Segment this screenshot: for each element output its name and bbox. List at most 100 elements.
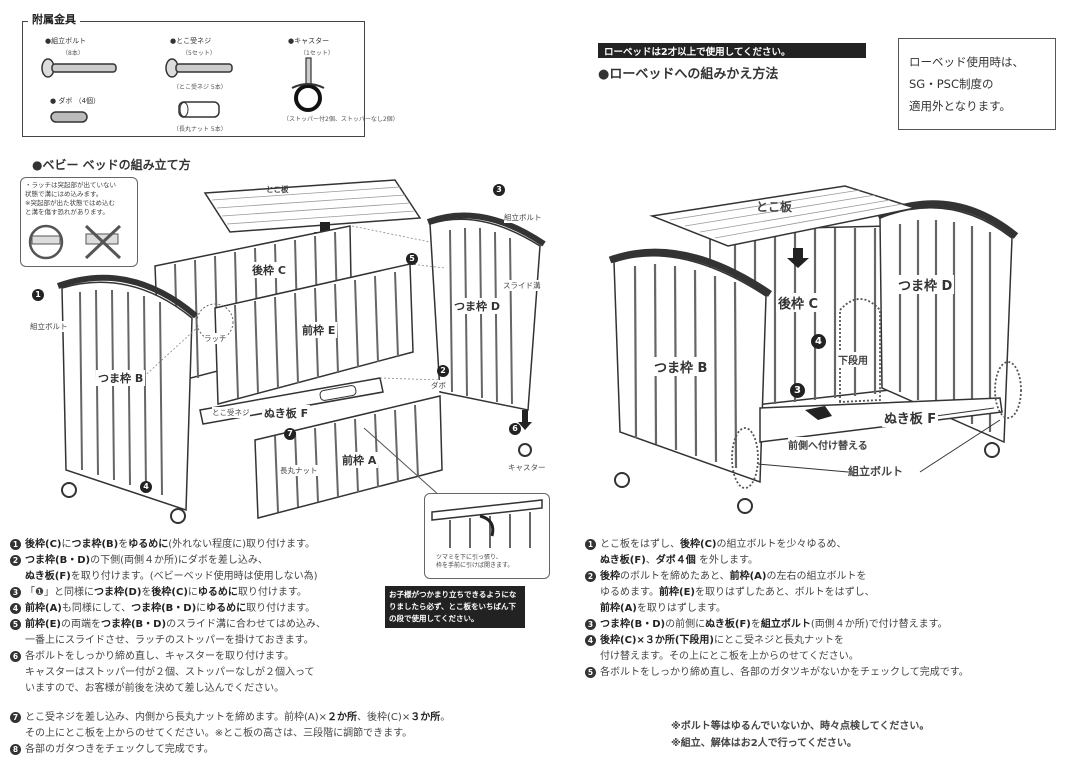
part-caster-label: ●キャスター — [288, 37, 330, 45]
low-bed-step-line: 付け替えます。その上にとこ板を上からのせてください。 — [600, 651, 859, 662]
label-move-to-front: 前側へ付け替える — [788, 437, 868, 452]
step-bubble-6: 6 — [509, 423, 521, 435]
notice-line-1: ローベッド使用時は、 — [909, 55, 1024, 69]
label-dabo: ダボ — [431, 380, 446, 391]
low-bed-step-line: ゆるめます。前枠(E)を取りはずしたあと、ボルトをはずし、 — [600, 587, 875, 598]
low-bed-age-banner: ローベッドは2才以上で使用してください。 — [598, 43, 866, 58]
label-back-frame-c-left: 後枠 C — [250, 262, 288, 278]
part-caster-qty: （1セット） — [300, 50, 334, 57]
label-long-nut: 長丸ナット — [280, 465, 318, 476]
low-bed-step-line: ぬき板(F)、ダボ４個 を外します。 — [600, 555, 758, 566]
part-dabo-label: ● ダボ （4個） — [50, 96, 100, 106]
baby-bed-step-line: ぬき板(F)を取り付けます。(ベビーベッド使用時は使用しない為) — [25, 571, 318, 582]
part-screw-label: ●とこ受ネジ — [170, 37, 212, 45]
baby-bed-warning: お子様がつかまり立ちできるようになりましたら必ず、とこ板をいちばん下の段で使用し… — [385, 586, 525, 628]
long-nut-icon — [178, 101, 220, 118]
low-step-bubble-3: 3 — [790, 383, 805, 398]
label-nuki-board-f-right: ぬき板 F — [882, 408, 939, 427]
footnote-check-bolts: ※ボルト等はゆるんでいないか、時々点検してください。 — [671, 721, 930, 732]
latch-line-4: と溝を傷す恐れがあります。 — [25, 208, 109, 216]
label-latch: ラッチ — [204, 333, 227, 344]
low-bed-heading: ●ローベッドへの組みかえ方法 — [598, 67, 779, 82]
latch-callout-text: ・ラッチは突起部が出ていない 状態で溝にはめ込みます。 ※突起部が出た状態ではめ… — [25, 181, 116, 217]
latch-correct-incorrect-icon — [28, 224, 122, 260]
bolt-icon — [41, 58, 117, 78]
baby-bed-step-line: いますので、お客様が前後を決めて差し込んでください。 — [25, 683, 285, 694]
part-dabo-name: ● ダボ — [50, 97, 73, 105]
baby-bed-step-line: 一番上にスライドさせ、ラッチのストッパーを掛けておきます。 — [25, 635, 314, 646]
part-bolt-label: ●組立ボルト — [45, 37, 87, 45]
label-end-frame-d-right: つま枠 D — [896, 275, 955, 294]
step-number-icon: 5 — [10, 619, 21, 630]
label-caster: キャスター — [508, 462, 546, 473]
low-bed-step-line: 前枠(A)を取りはずします。 — [600, 603, 726, 614]
baby-bed-step-line: 3「❶」と同様につま枠(D)を後枠(C)にゆるめに取り付けます。 — [10, 585, 326, 601]
step-number-icon: 6 — [10, 651, 21, 662]
label-front-frame-a: 前枠 A — [340, 452, 379, 468]
step-number-icon: 2 — [585, 571, 596, 582]
part-nut-sub: （長丸ナット 5本） — [173, 126, 227, 133]
label-end-frame-d-left: つま枠 D — [452, 298, 502, 314]
step-bubble-7: 7 — [284, 428, 296, 440]
label-assembly-bolt-1: 組立ボルト — [30, 321, 68, 332]
part-dabo-qty: （4個） — [74, 97, 101, 105]
step-number-icon: 3 — [10, 587, 21, 598]
part-bolt-qty: （8本） — [62, 50, 84, 57]
pull-callout-text: ツマミを下に引っ張り、 枠を手前に引けば開きます。 — [436, 554, 513, 570]
step-number-icon: 1 — [10, 539, 21, 550]
baby-bed-assembly-diagram — [56, 179, 546, 524]
pull-line-2: 枠を手前に引けば開きます。 — [436, 562, 514, 569]
baby-bed-heading: ●ベビー ベッドの組み立て方 — [32, 158, 191, 172]
part-screw-sub: （とこ受ネジ 5本） — [173, 84, 227, 91]
label-end-frame-b-left: つま枠 B — [96, 370, 146, 386]
parts-box — [22, 21, 365, 137]
caster-icon — [291, 57, 325, 112]
label-lower-stage: 下段用 — [838, 352, 868, 367]
step-number-icon: 8 — [10, 744, 21, 755]
dabo-icon — [50, 111, 88, 123]
latch-line-3: ※突起部が出た状態ではめ込む — [25, 199, 115, 207]
label-back-frame-c-right: 後枠 C — [776, 293, 821, 312]
label-tokoita-right: とこ板 — [756, 200, 793, 214]
low-step-bubble-4: 4 — [811, 334, 826, 349]
step-bubble-5: 5 — [406, 253, 418, 265]
label-tokoita-left: とこ板 — [266, 185, 289, 194]
part-screw-qty: （5セット） — [182, 50, 216, 57]
step-number-icon: 1 — [585, 539, 596, 550]
footnote-two-people: ※組立、解体はお2人で行ってください。 — [671, 738, 857, 749]
label-end-frame-b-right: つま枠 B — [652, 357, 710, 376]
latch-callout — [20, 177, 138, 267]
notice-line-2: SG・PSC制度の — [909, 77, 994, 91]
notice-line-3: 適用外となります。 — [909, 99, 1012, 113]
latch-line-1: ・ラッチは突起部が出ていない — [25, 181, 116, 189]
latch-line-2: 状態で溝にはめ込みます。 — [25, 190, 103, 198]
step-bubble-2: 2 — [437, 365, 449, 377]
baby-bed-step-line: キャスターはストッパー付が２個、ストッパーなしが２個入って — [25, 667, 315, 678]
label-nuki-board-f-left: ぬき板 F — [262, 405, 311, 421]
parts-title: 附属金具 — [28, 11, 80, 27]
low-bed-notice: ローベッド使用時は、 SG・PSC制度の 適用外となります。 — [898, 38, 1056, 130]
step-number-icon: 4 — [585, 635, 596, 646]
part-caster-sub: （ストッパー付2個、ストッパーなし2個） — [283, 116, 399, 123]
label-assembly-bolt-2: 組立ボルト — [504, 212, 542, 223]
step-number-icon: 3 — [585, 619, 596, 630]
step-bubble-3: 3 — [493, 184, 505, 196]
pull-tab-illustration — [431, 499, 543, 548]
step-number-icon: 5 — [585, 667, 596, 678]
step-bubble-4: 4 — [140, 481, 152, 493]
